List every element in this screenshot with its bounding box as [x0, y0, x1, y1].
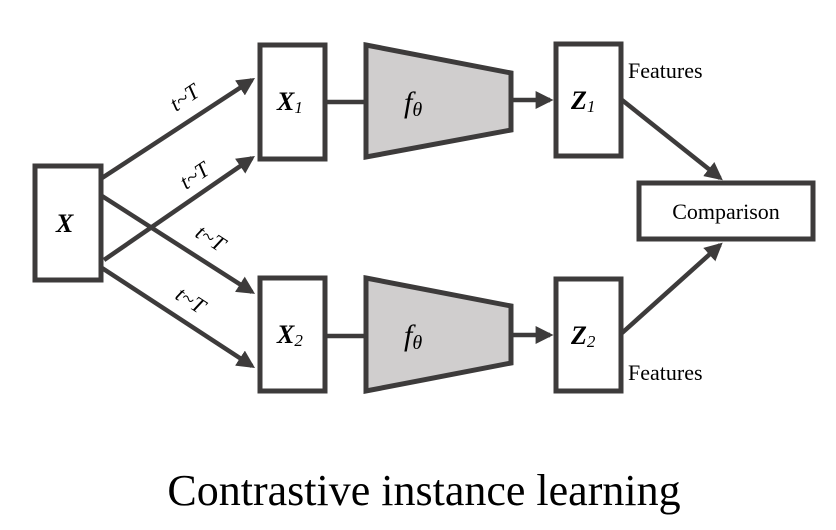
embedding-z2-label: Z2 — [570, 321, 596, 351]
comparison-node: Comparison — [636, 180, 816, 242]
edge-x-to-x1-lower — [102, 155, 255, 262]
embedding-z1-label: Z1 — [570, 86, 595, 116]
features-caption-top: Features — [628, 58, 703, 83]
edge-z2-to-comparison — [620, 242, 723, 335]
comparison-label: Comparison — [672, 199, 780, 224]
input-x-node: X — [32, 163, 104, 283]
augmentation-label-4: t~T — [171, 281, 211, 319]
edge-z1-to-comparison — [620, 98, 723, 181]
view-x1-node: X1 — [257, 42, 328, 162]
augmentation-label-3: t~T — [191, 219, 231, 257]
edge-x-to-x2-upper — [100, 194, 256, 294]
view-x2-node: X2 — [257, 275, 328, 394]
encoder-top: fθ — [363, 41, 514, 161]
edge-x-to-x2-lower — [100, 266, 256, 368]
augmentation-label-1: t~T — [165, 78, 206, 117]
input-x-symbol: X — [55, 209, 74, 238]
features-caption-bottom: Features — [628, 360, 703, 385]
edge-x-to-x1-upper — [100, 78, 256, 180]
diagram-title: Contrastive instance learning — [167, 466, 680, 515]
view-x2-label: X2 — [276, 320, 303, 350]
view-x1-label: X1 — [276, 87, 303, 117]
encoder-bottom: fθ — [363, 274, 514, 395]
embedding-z2-node: Z2 — [553, 276, 624, 394]
embedding-z1-node: Z1 — [553, 41, 624, 159]
